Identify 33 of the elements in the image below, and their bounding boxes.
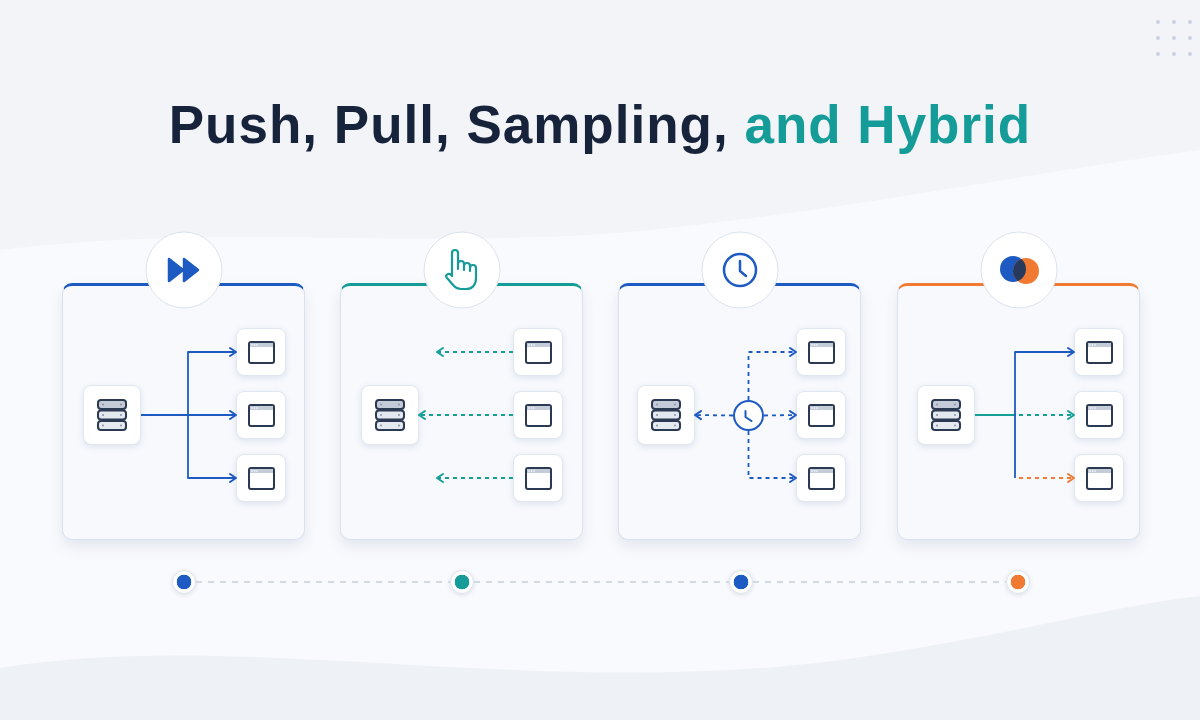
server-card bbox=[917, 385, 975, 445]
browser-card bbox=[513, 454, 563, 502]
arrow bbox=[140, 414, 237, 483]
dashed-line bbox=[473, 581, 730, 583]
browser-card bbox=[236, 454, 286, 502]
server-card bbox=[637, 385, 695, 445]
dashed-arrow bbox=[763, 410, 797, 421]
strategy-panel bbox=[340, 283, 583, 540]
strategy-panel bbox=[897, 283, 1140, 540]
server-card bbox=[83, 385, 141, 445]
browser-card bbox=[513, 328, 563, 376]
browser-card bbox=[796, 328, 846, 376]
browser-card bbox=[236, 391, 286, 439]
dashed-line bbox=[752, 581, 1007, 583]
browser-card bbox=[1074, 391, 1124, 439]
dashed-arrow bbox=[436, 347, 514, 357]
dashed-arrow bbox=[747, 347, 797, 401]
browser-card bbox=[1074, 328, 1124, 376]
dashed-arrow bbox=[436, 473, 514, 483]
browser-card bbox=[236, 328, 286, 376]
browser-card bbox=[1074, 454, 1124, 502]
server-card bbox=[361, 385, 419, 445]
dashed-line bbox=[195, 581, 451, 583]
browser-card bbox=[513, 391, 563, 439]
timer-circle bbox=[733, 400, 764, 431]
dashed-arrow bbox=[418, 410, 514, 420]
dashed-arrow bbox=[747, 430, 797, 483]
browser-card bbox=[796, 454, 846, 502]
title: Push, Pull, Sampling, and Hybrid bbox=[167, 95, 1033, 156]
strategy-panel bbox=[618, 283, 861, 540]
browser-card bbox=[796, 391, 846, 439]
strategy-panel bbox=[62, 283, 305, 540]
dashed-arrow bbox=[694, 410, 734, 421]
